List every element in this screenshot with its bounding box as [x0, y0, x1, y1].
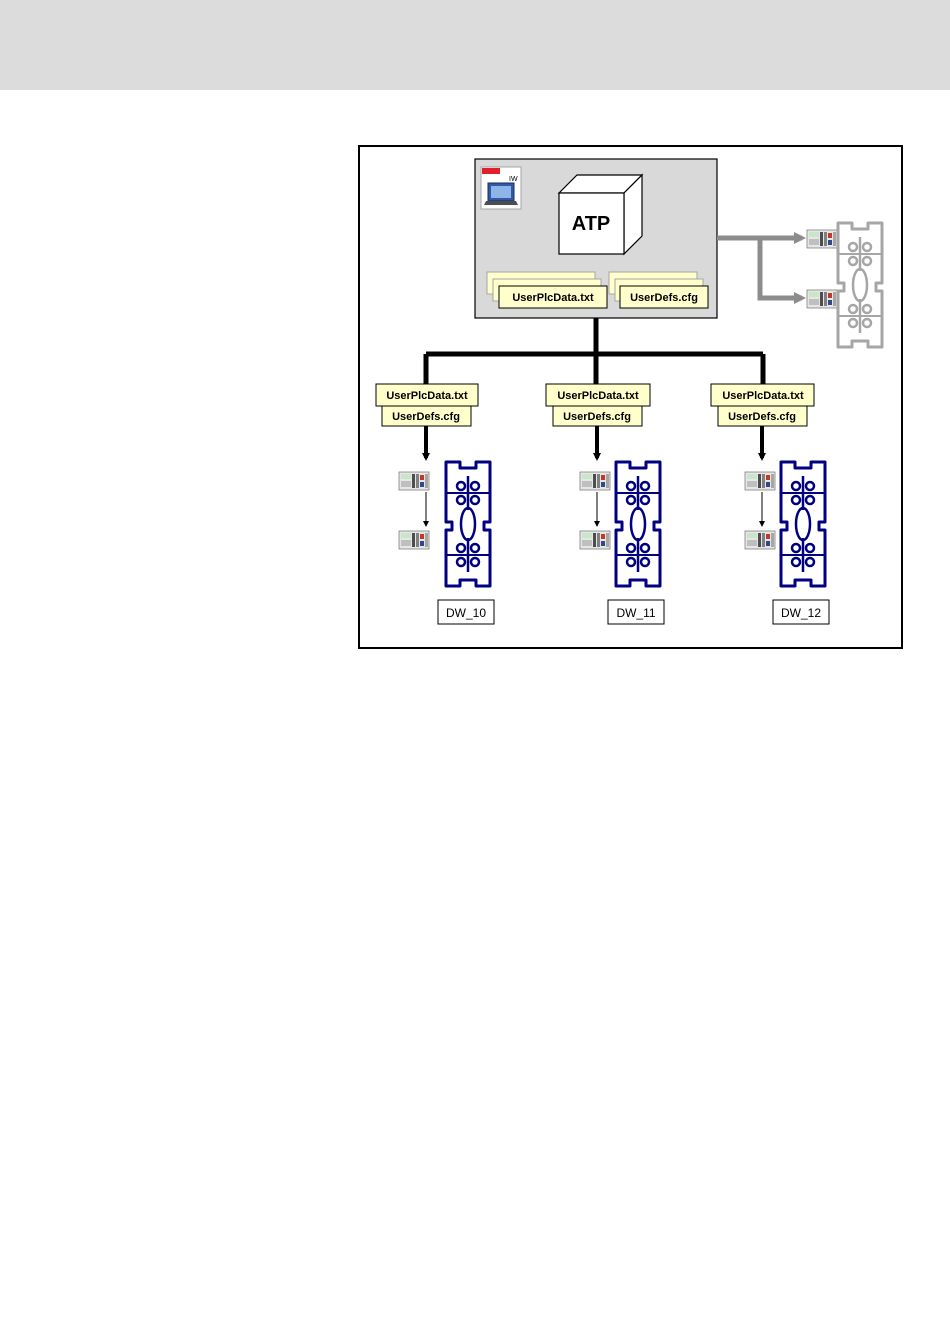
dw12-defs-file-label: UserDefs.cfg	[728, 411, 796, 423]
server-defs-file-label: UserDefs.cfg	[630, 292, 698, 304]
dw10-plc-file-label: UserPlcData.txt	[386, 390, 468, 402]
app-icon-label: IW	[509, 176, 518, 183]
dw12-plc-file-label: UserPlcData.txt	[722, 390, 804, 402]
gray-plc-module-bottom	[807, 290, 837, 308]
dw11-defs-file-label: UserDefs.cfg	[563, 411, 631, 423]
server-plc-file-label: UserPlcData.txt	[512, 292, 594, 304]
dw12-station-label: DW_12	[781, 606, 821, 620]
computer-icon	[481, 167, 521, 209]
dw10-defs-file-label: UserDefs.cfg	[392, 411, 460, 423]
atp-label: ATP	[572, 213, 611, 235]
gray-plc-module-top	[807, 230, 837, 248]
dw11-plc-file-label: UserPlcData.txt	[557, 390, 639, 402]
dw10-station-label: DW_10	[446, 606, 486, 620]
gray-station-icon	[838, 223, 882, 347]
main-bus	[426, 318, 763, 384]
gray-connector	[717, 238, 802, 298]
dw11-station-label: DW_11	[616, 606, 655, 620]
